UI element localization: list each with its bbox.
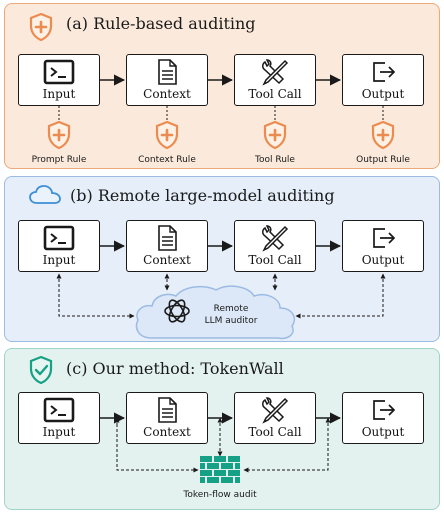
- terminal-icon: [43, 225, 75, 251]
- output-rule-label: Output Rule: [356, 155, 410, 165]
- panel-a-title: (a) Rule-based auditing: [66, 14, 256, 33]
- tool-call-stage-box: Tool Call: [234, 54, 316, 106]
- stage-label: Input: [42, 425, 76, 439]
- wrench-screwdriver-icon: [262, 59, 289, 86]
- context-stage-box: Context: [126, 392, 208, 444]
- document-icon: [158, 59, 177, 85]
- terminal-icon: [43, 397, 75, 423]
- document-icon: [158, 225, 177, 251]
- stage-label: Output: [361, 425, 405, 439]
- token-flow-audit-label: Token-flow audit: [183, 490, 257, 500]
- panel-c-title: (c) Our method: TokenWall: [66, 359, 284, 378]
- terminal-icon: [43, 59, 75, 85]
- stage-label: Input: [42, 253, 76, 267]
- export-icon: [373, 228, 396, 248]
- stage-label: Output: [361, 253, 405, 267]
- context-stage-box: Context: [126, 220, 208, 272]
- stage-label: Context: [143, 87, 191, 101]
- wrench-screwdriver-icon: [262, 225, 289, 252]
- export-icon: [373, 400, 396, 420]
- shield-plus-icon: [155, 120, 179, 150]
- stage-label: Output: [361, 87, 405, 101]
- stage-label: Tool Call: [248, 87, 302, 101]
- context-rule-label: Context Rule: [138, 155, 196, 165]
- input-stage-box: Input: [18, 54, 100, 106]
- stage-label: Tool Call: [248, 253, 302, 267]
- brick-wall-icon: [200, 456, 240, 483]
- tool-rule-label: Tool Rule: [255, 155, 295, 165]
- context-stage-box: Context: [126, 54, 208, 106]
- input-stage-box: Input: [18, 220, 100, 272]
- wrench-screwdriver-icon: [262, 397, 289, 424]
- tool-call-stage-box: Tool Call: [234, 220, 316, 272]
- output-stage-box: Output: [342, 392, 424, 444]
- output-stage-box: Output: [342, 54, 424, 106]
- shield-plus-icon: [263, 120, 287, 150]
- openai-logo-icon: [164, 299, 190, 323]
- stage-label: Context: [143, 253, 191, 267]
- document-icon: [158, 397, 177, 423]
- auditor-label-line1: Remote: [213, 304, 249, 314]
- cloud-icon: [29, 185, 61, 204]
- auditor-label-line2: LLM auditor: [204, 316, 258, 326]
- stage-label: Input: [42, 87, 76, 101]
- stage-label: Context: [143, 425, 191, 439]
- remote-auditor-cloud: [135, 285, 296, 340]
- shield-plus-icon: [371, 120, 395, 150]
- panel-b-title: (b) Remote large-model auditing: [70, 186, 335, 205]
- input-stage-box: Input: [18, 392, 100, 444]
- prompt-rule-label: Prompt Rule: [31, 155, 87, 165]
- output-stage-box: Output: [342, 220, 424, 272]
- shield-plus-icon: [47, 120, 71, 150]
- shield-plus-icon: [29, 12, 53, 42]
- shield-check-icon: [29, 355, 53, 385]
- export-icon: [373, 62, 396, 82]
